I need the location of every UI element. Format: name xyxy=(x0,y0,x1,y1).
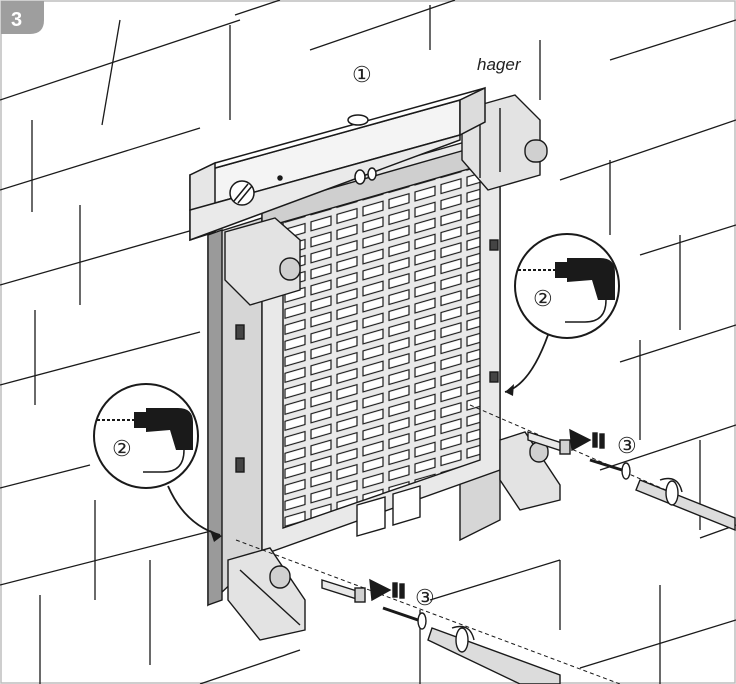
step-number: 3 xyxy=(11,9,22,31)
screwdriver-icon xyxy=(427,625,561,684)
wall-plug-icon xyxy=(527,431,571,455)
step-badge: 3 xyxy=(1,1,44,34)
drill-inset-left xyxy=(93,383,222,542)
direction-arrow-icon xyxy=(569,428,605,452)
screwdriver-icon xyxy=(635,477,736,532)
wall-plug-icon xyxy=(321,579,366,603)
brand-logo: hager xyxy=(477,55,522,74)
power-drill-icon xyxy=(97,408,193,473)
screw-icon xyxy=(382,606,427,630)
power-drill-icon xyxy=(518,258,615,323)
screw-callout-right: ③ xyxy=(617,433,637,458)
direction-arrow-icon xyxy=(369,578,405,602)
drill-callout-right: ② xyxy=(533,286,553,311)
fixings-right xyxy=(469,404,736,532)
screw-callout-left: ③ xyxy=(415,585,435,610)
drill-inset-right xyxy=(504,233,620,396)
screw-icon xyxy=(589,458,631,480)
mounting-frame xyxy=(207,94,561,641)
spirit-level-icon xyxy=(189,86,486,242)
level-callout: ① xyxy=(352,62,372,87)
drill-callout-left: ② xyxy=(112,436,132,461)
fixings-left xyxy=(235,539,621,684)
